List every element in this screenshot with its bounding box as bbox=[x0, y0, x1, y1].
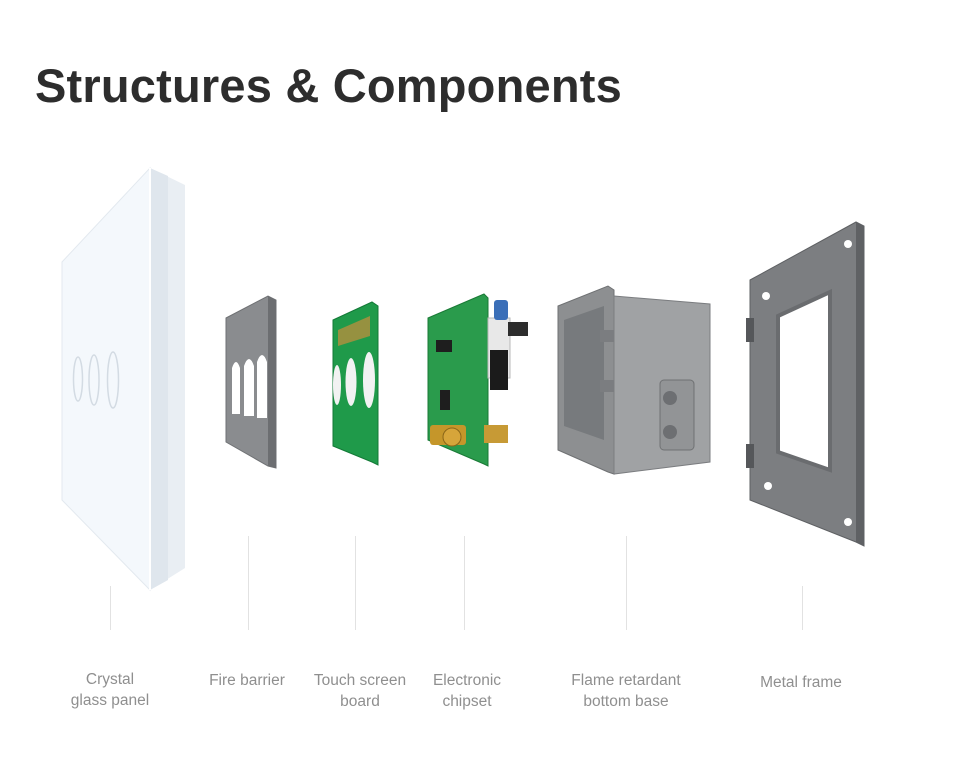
crystal-glass-panel-image bbox=[61, 166, 185, 592]
caption-electronic-chipset: Electronic chipset bbox=[432, 672, 502, 710]
electronic-chipset-image bbox=[427, 293, 528, 467]
caption-flame-retardant-bottom-base: Flame retardant bottom base bbox=[571, 672, 681, 710]
caption-fire-barrier: Fire barrier bbox=[209, 672, 285, 689]
leader-line-electronic-chipset bbox=[464, 536, 465, 630]
leader-line-touch-screen-board bbox=[355, 536, 356, 630]
page-title: Structures & Components bbox=[35, 59, 622, 112]
metal-frame-image bbox=[746, 221, 865, 547]
caption-touch-screen-board: Touch screen board bbox=[313, 672, 407, 710]
touch-screen-board-image bbox=[332, 301, 379, 466]
leader-line-metal-frame bbox=[802, 586, 803, 630]
leader-line-flame-retardant-bottom-base bbox=[626, 536, 627, 630]
leader-line-crystal-glass-panel bbox=[110, 586, 111, 630]
caption-crystal-glass-panel: Crystal glass panel bbox=[70, 671, 150, 709]
fire-barrier-image bbox=[225, 295, 277, 469]
leader-line-fire-barrier bbox=[248, 536, 249, 630]
caption-metal-frame: Metal frame bbox=[760, 674, 842, 691]
flame-retardant-bottom-base-image bbox=[557, 285, 711, 475]
